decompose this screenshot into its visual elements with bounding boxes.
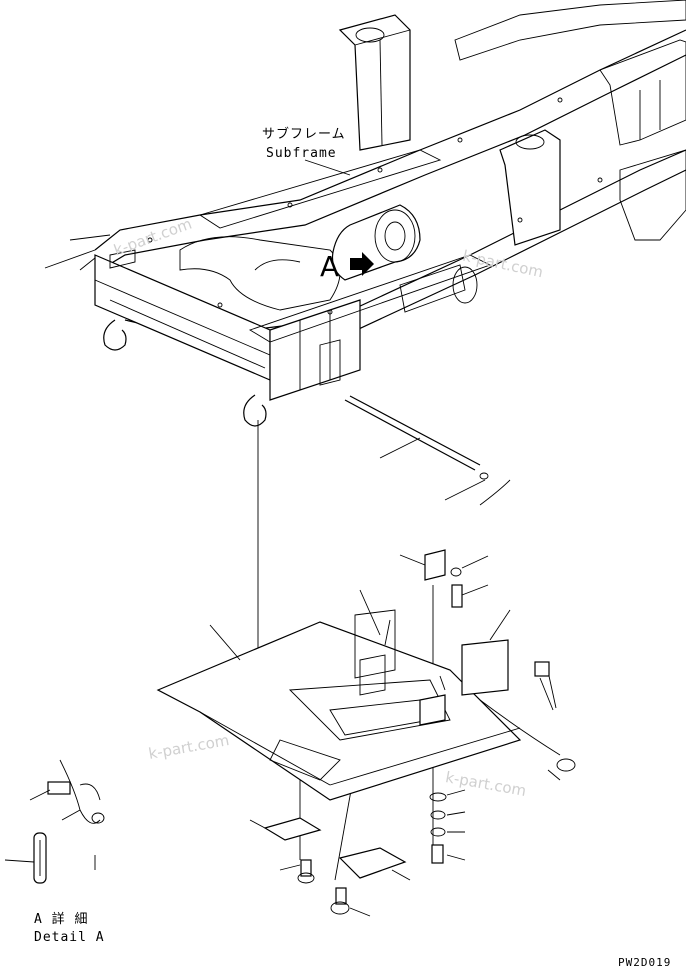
undercover-assembly — [156, 589, 522, 801]
detail-a-label-en: Detail A — [34, 930, 105, 945]
detail-a-label-jp: A 詳 細 — [34, 912, 89, 927]
subframe-label-en: Subframe — [266, 146, 337, 161]
bracket-bolt-right — [399, 549, 576, 781]
subframe-label-jp: サブフレーム — [262, 127, 346, 142]
rod-part — [344, 395, 511, 506]
drawing-code: PW2D019 — [618, 956, 672, 968]
view-a-letter: A — [320, 250, 340, 283]
subframe-assembly — [44, 0, 686, 427]
detail-a — [4, 759, 105, 884]
lower-fasteners — [249, 789, 466, 917]
